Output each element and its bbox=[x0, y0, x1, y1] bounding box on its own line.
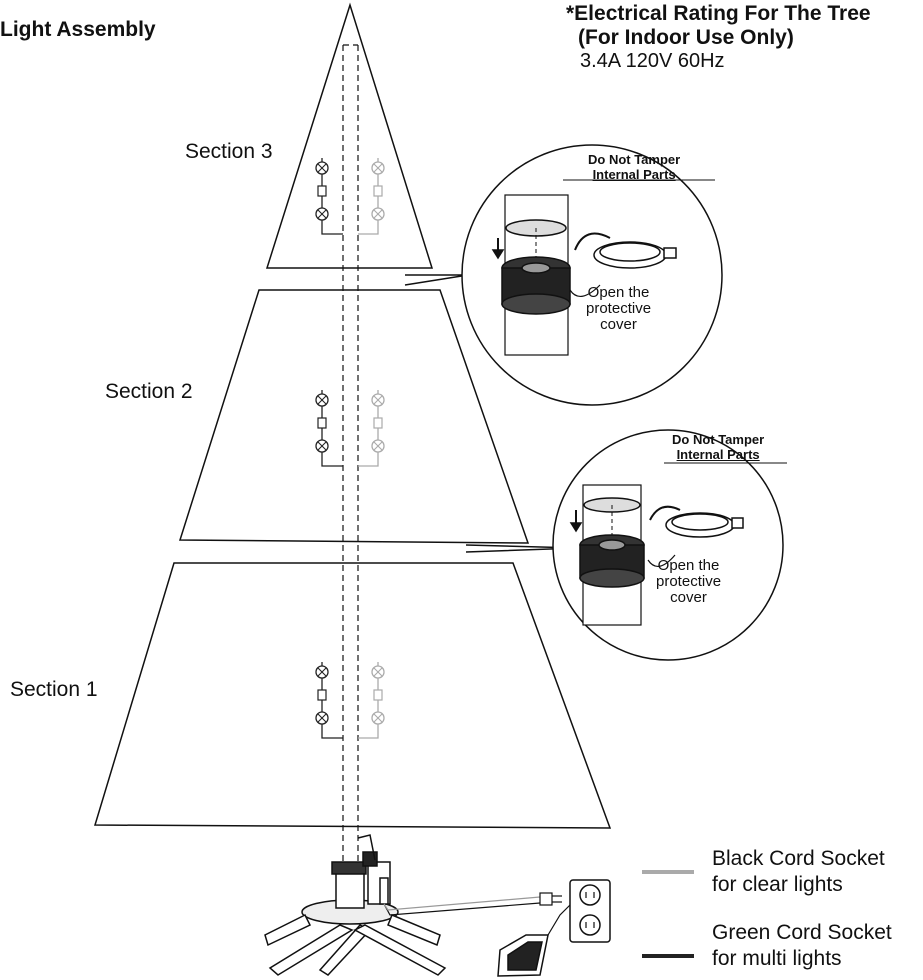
section-2-shape bbox=[178, 289, 530, 544]
section-2-label: Section 2 bbox=[105, 380, 193, 403]
rating-line-1: *Electrical Rating For The Tree bbox=[566, 2, 871, 25]
rating-line-3: 3.4A 120V 60Hz bbox=[580, 50, 725, 72]
wall-outlet bbox=[569, 879, 611, 943]
section-2-left-fuse bbox=[317, 417, 327, 429]
callout-1-text-line-2: protective bbox=[586, 300, 652, 317]
callout-2-text-line-3: cover bbox=[670, 589, 707, 606]
callout-2-warning-line-1: Do Not Tamper bbox=[672, 432, 765, 447]
legend-black-cord: Black Cord Socket for clear lights bbox=[712, 846, 885, 898]
callout-1-text-line-1: Open the bbox=[587, 284, 650, 301]
callout-1-warning-line-1: Do Not Tamper bbox=[588, 152, 681, 167]
callout-1-warning-line-2: Internal Parts bbox=[592, 167, 676, 182]
callout-1-text: Open the protective cover bbox=[586, 285, 651, 333]
callout-2-warning-line-2: Internal Parts bbox=[676, 447, 760, 462]
section-3-shape bbox=[265, 2, 434, 269]
legend-green-cord-line-1: Green Cord Socket bbox=[712, 921, 892, 944]
center-pole-dashed bbox=[342, 44, 359, 880]
callout-1 bbox=[404, 144, 723, 406]
callout-2 bbox=[465, 429, 787, 661]
callout-2-text: Open the protective cover bbox=[656, 558, 721, 606]
foot-switch bbox=[497, 904, 571, 977]
callout-2-text-line-1: Open the bbox=[657, 557, 720, 574]
section-3-right-fuse bbox=[373, 185, 383, 197]
tree-stand bbox=[264, 834, 447, 976]
callout-2-text-line-2: protective bbox=[656, 573, 722, 590]
legend-green-cord: Green Cord Socket for multi lights bbox=[712, 920, 892, 972]
callout-1-warning: Do Not Tamper Internal Parts bbox=[588, 152, 680, 182]
rating-line-2: (For Indoor Use Only) bbox=[578, 26, 794, 49]
section-3-label: Section 3 bbox=[185, 140, 273, 163]
section-1-shape bbox=[93, 562, 612, 829]
diagram-title: Light Assembly bbox=[0, 18, 156, 41]
legend-green-cord-line-2: for multi lights bbox=[712, 947, 842, 970]
section-3-left-fuse bbox=[317, 185, 327, 197]
section-2-right-fuse bbox=[373, 417, 383, 429]
electrical-rating: *Electrical Rating For The Tree (For Ind… bbox=[566, 2, 871, 50]
legend-black-cord-line-2: for clear lights bbox=[712, 873, 843, 896]
power-cord bbox=[383, 892, 562, 916]
legend-black-cord-line-1: Black Cord Socket bbox=[712, 847, 885, 870]
section-1-label: Section 1 bbox=[10, 678, 98, 701]
callout-2-warning: Do Not Tamper Internal Parts bbox=[672, 432, 764, 462]
callout-1-text-line-3: cover bbox=[600, 316, 637, 333]
section-1-left-fuse bbox=[317, 689, 327, 701]
section-1-right-fuse bbox=[373, 689, 383, 701]
